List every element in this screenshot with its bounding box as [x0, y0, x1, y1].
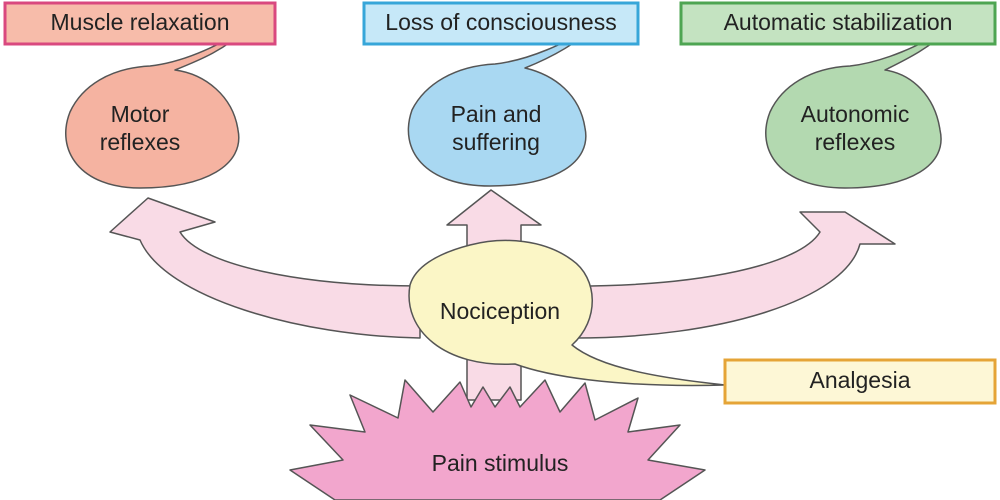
arrow-to-motor-reflexes	[109, 197, 421, 339]
nociception-label: Nociception	[440, 298, 560, 324]
pain-and-suffering-line1: Pain and	[451, 101, 542, 127]
automatic-stabilization-label: Automatic stabilization	[724, 9, 953, 35]
nociception-bubble	[408, 239, 726, 387]
pain-and-suffering-line2: suffering	[452, 129, 540, 155]
automatic-stabilization-box	[679, 1, 997, 46]
motor-reflexes-line1: Motor	[111, 101, 170, 127]
pain-stimulus-burst	[289, 379, 706, 500]
motor-reflexes-line2: reflexes	[100, 129, 181, 155]
autonomic-reflexes-line2: reflexes	[815, 129, 896, 155]
muscle-relaxation-label: Muscle relaxation	[51, 9, 230, 35]
loss-of-consciousness-box	[362, 1, 640, 46]
analgesia-label: Analgesia	[809, 367, 910, 393]
analgesia-box	[723, 358, 997, 405]
motor-reflexes-bubble	[65, 25, 251, 189]
pain-and-suffering-bubble	[407, 25, 596, 187]
muscle-relaxation-box	[3, 1, 277, 46]
arrow-to-autonomic-reflexes	[574, 211, 896, 339]
autonomic-reflexes-bubble	[765, 27, 951, 189]
pain-stimulus-label: Pain stimulus	[432, 450, 569, 476]
loss-of-consciousness-label: Loss of consciousness	[385, 9, 616, 35]
autonomic-reflexes-line1: Autonomic	[801, 101, 910, 127]
